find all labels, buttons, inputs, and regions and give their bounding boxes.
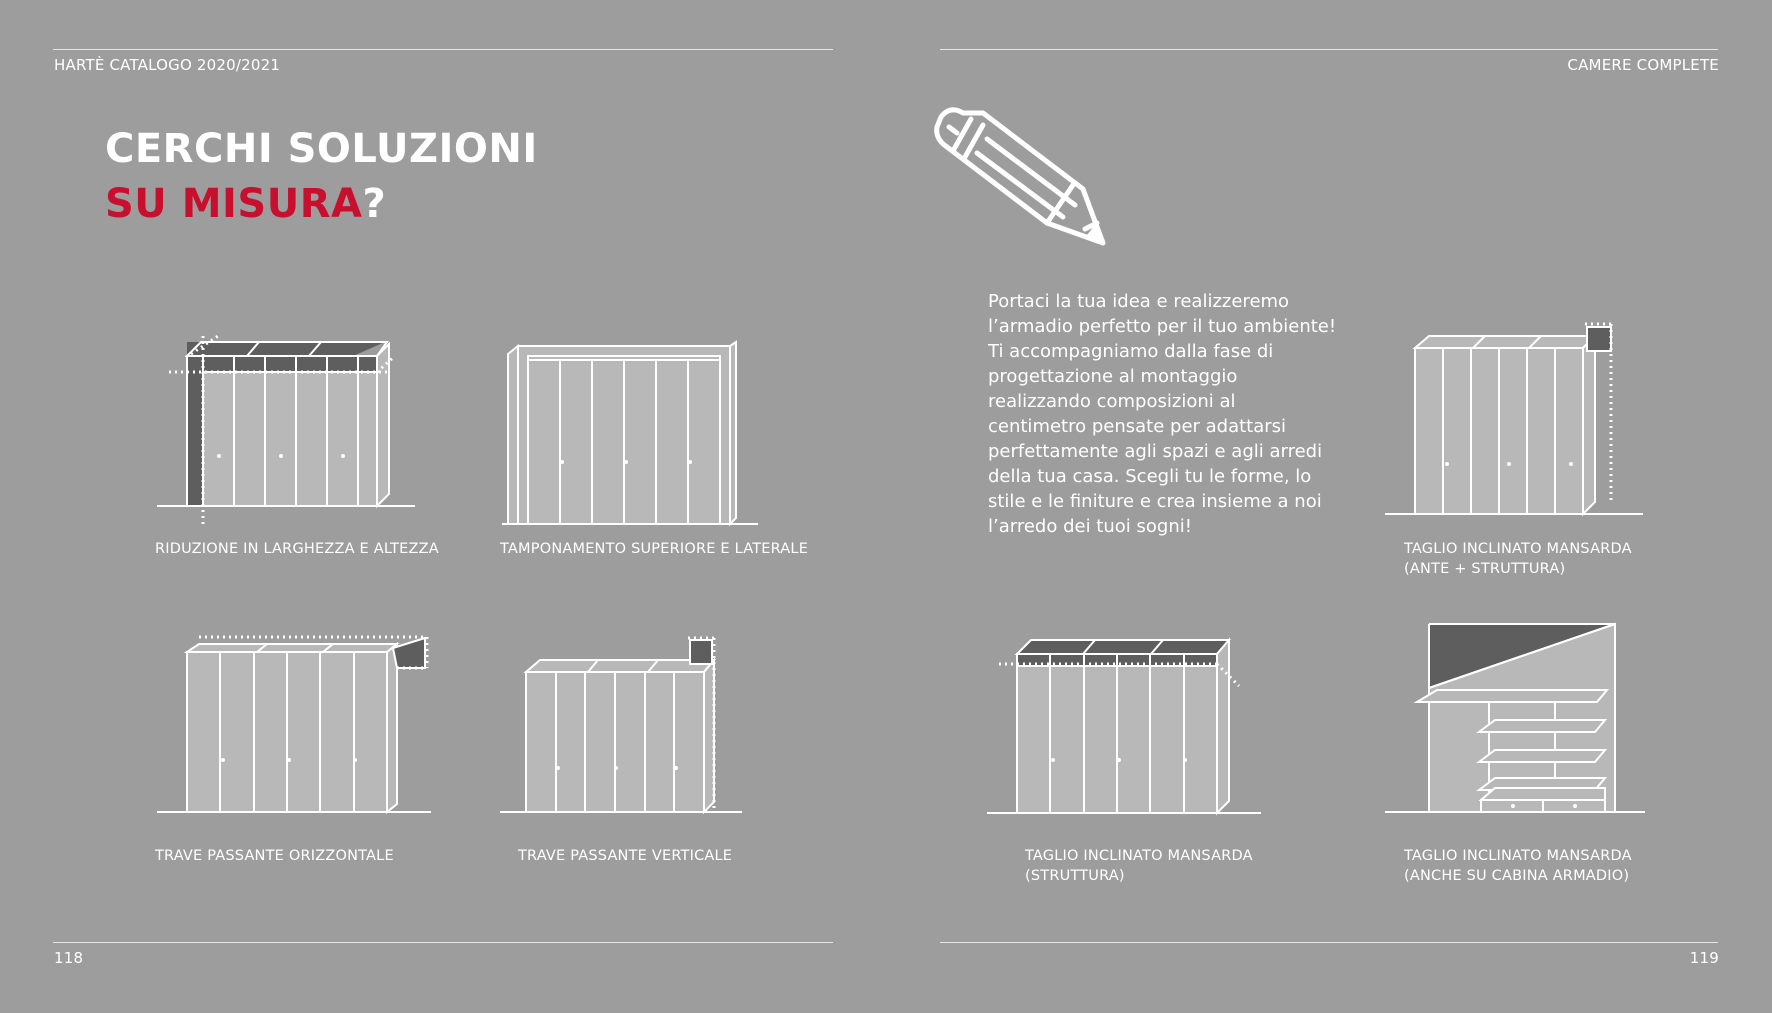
wardrobe-vertical-beam-illustration [500,636,742,815]
caption-walk-in-attic-line1: TAGLIO INCLINATO MANSARDA [1404,848,1632,864]
title-question-mark: ? [362,181,387,227]
catalog-header: HARTÈ CATALOGO 2020/2021 [54,56,281,74]
wardrobe-horizontal-beam-illustration [157,635,431,815]
caption-reduction: RIDUZIONE IN LARGHEZZA E ALTEZZA [155,541,439,557]
caption-attic-doors-line1: TAGLIO INCLINATO MANSARDA [1404,541,1632,557]
page-number-right: 119 [1689,949,1719,967]
page-title: CERCHI SOLUZIONI SU MISURA? [105,122,538,232]
caption-vertical-beam: TRAVE PASSANTE VERTICALE [518,848,733,864]
caption-attic-structure-line2: (STRUTTURA) [1025,868,1125,884]
caption-attic-doors: TAGLIO INCLINATO MANSARDA (ANTE + STRUTT… [1404,539,1632,579]
title-accent: SU MISURA [105,181,363,227]
title-line-2: SU MISURA? [105,177,538,232]
page-number-left: 118 [54,949,84,967]
wardrobe-panelling-illustration [502,340,758,527]
intro-paragraph: Portaci la tua idea e realizzeremo l’arm… [988,291,1337,537]
caption-attic-structure: TAGLIO INCLINATO MANSARDA (STRUTTURA) [1025,846,1253,886]
wardrobe-reduction-illustration [157,332,415,525]
footer-rule-right [940,942,1718,943]
section-header: CAMERE COMPLETE [1567,56,1719,74]
header-rule-right [940,49,1718,50]
walk-in-closet-attic-illustration [1385,622,1645,813]
wardrobe-attic-doors-illustration [1385,322,1643,517]
caption-walk-in-attic: TAGLIO INCLINATO MANSARDA (ANCHE SU CABI… [1404,846,1632,886]
caption-panelling: TAMPONAMENTO SUPERIORE E LATERALE [500,541,809,557]
header-rule-left [53,49,833,50]
caption-attic-structure-line1: TAGLIO INCLINATO MANSARDA [1025,848,1253,864]
title-line-1: CERCHI SOLUZIONI [105,126,538,172]
caption-walk-in-attic-line2: (ANCHE SU CABINA ARMADIO) [1404,868,1630,884]
caption-attic-doors-line2: (ANTE + STRUTTURA) [1404,561,1566,577]
footer-rule-left [53,942,833,943]
pencil-icon [934,107,1106,246]
caption-horizontal-beam: TRAVE PASSANTE ORIZZONTALE [155,848,394,864]
wardrobe-attic-structure-illustration [987,637,1261,816]
